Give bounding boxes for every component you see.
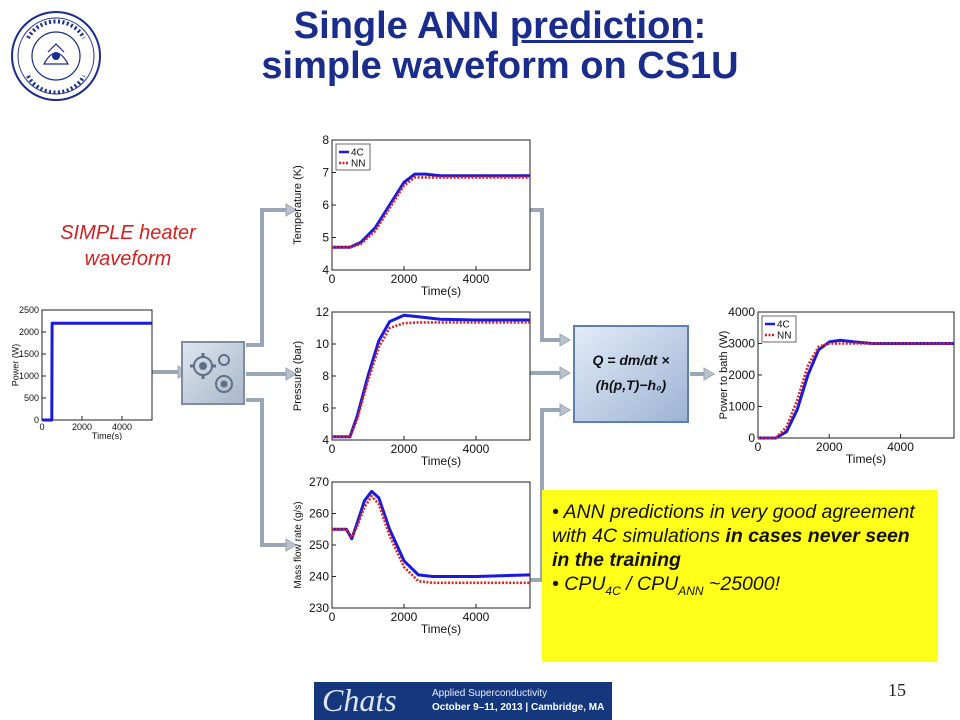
university-seal-icon (11, 11, 101, 101)
formula-box: Q = dm/dt × (h(p,T)−h₀) (573, 325, 689, 423)
y-tick-label: 250 (309, 538, 329, 552)
x-tick-label: 4000 (112, 422, 132, 432)
legend-label: NN (351, 159, 365, 170)
x-tick-label: 2000 (391, 610, 418, 624)
formula-line1: Q = dm/dt × (592, 352, 669, 368)
note-bullet-1: • ANN predictions in very good agreement… (552, 501, 915, 571)
x-tick-label: 4000 (463, 272, 490, 286)
legend-label: NN (777, 331, 791, 342)
y-tick-label: 1000 (19, 371, 39, 381)
x-tick-label: 2000 (391, 442, 418, 456)
y-tick-label: 5 (322, 231, 329, 245)
y-tick-label: 8 (322, 133, 329, 147)
y-tick-label: 4 (322, 433, 329, 447)
ann-model-box (181, 341, 245, 405)
waveform-label-line1: SIMPLE heater (60, 222, 196, 244)
x-axis-label: Time(s) (421, 454, 461, 468)
gears-icon (190, 353, 233, 393)
y-tick-label: 1500 (19, 349, 39, 359)
y-axis-label: Mass flow rate (g/s) (293, 501, 304, 588)
x-axis-label: Time(s) (421, 622, 461, 636)
x-tick-label: 0 (329, 272, 336, 286)
banner-logo: Chats (322, 682, 397, 718)
y-tick-label: 6 (322, 401, 329, 415)
banner-line1: Applied Superconductivity (432, 688, 548, 699)
y-tick-label: 500 (24, 393, 39, 403)
x-tick-label: 4000 (463, 442, 490, 456)
plot-frame (331, 139, 531, 271)
x-tick-label: 0 (329, 442, 336, 456)
y-tick-label: 4000 (728, 305, 755, 319)
note-bullet-2: • CPU4C / CPUANN ~25000! (552, 573, 780, 598)
conference-banner: Chats Applied Superconductivity October … (314, 682, 612, 720)
legend-label: 4C (777, 320, 790, 331)
series-line-nn (332, 176, 530, 249)
title-line1-underlined: prediction (509, 5, 694, 47)
series-line-nn (332, 494, 530, 585)
x-tick-label: 2000 (391, 272, 418, 286)
conclusion-note: • ANN predictions in very good agreement… (542, 490, 938, 662)
waveform-label: SIMPLE heater waveform (28, 220, 228, 272)
y-tick-label: 3000 (728, 337, 755, 351)
plot-frame (331, 311, 531, 441)
y-tick-label: 230 (309, 601, 329, 615)
y-tick-label: 2500 (19, 305, 39, 315)
legend-box (761, 315, 797, 343)
series-line-nn (332, 321, 530, 439)
y-tick-label: 260 (309, 507, 329, 521)
x-tick-label: 4000 (887, 440, 914, 454)
title-line1-prefix: Single ANN (293, 5, 510, 47)
x-axis-label: Time(s) (92, 431, 122, 440)
waveform-label-line2: waveform (84, 248, 172, 270)
formula-line2: (h(p,T)−h₀) (596, 377, 667, 393)
slide-title: Single ANN prediction: simple waveform o… (150, 6, 850, 86)
legend-box (335, 143, 371, 171)
title-line2: simple waveform on CS1U (261, 45, 739, 87)
x-tick-label: 2000 (816, 440, 843, 454)
x-tick-label: 0 (755, 440, 762, 454)
y-tick-label: 270 (309, 475, 329, 489)
legend-label: 4C (351, 148, 364, 159)
x-tick-label: 4000 (463, 610, 490, 624)
y-axis-label: Power to bath (W) (718, 331, 730, 420)
y-tick-label: 1000 (728, 400, 755, 414)
y-axis-label: Temperature (K) (292, 165, 304, 244)
y-tick-label: 0 (748, 431, 755, 445)
y-tick-label: 8 (322, 369, 329, 383)
x-tick-label: 2000 (72, 422, 92, 432)
y-axis-label: Power (W) (11, 344, 21, 387)
y-axis-label: Pressure (bar) (292, 341, 304, 411)
x-tick-label: 0 (39, 422, 44, 432)
banner-line2: October 9–11, 2013 | Cambridge, MA (432, 702, 605, 713)
title-line1-suffix: : (693, 5, 707, 47)
series-line-nn (758, 342, 954, 440)
y-tick-label: 12 (316, 305, 330, 319)
x-axis-label: Time(s) (846, 452, 886, 466)
y-tick-label: 10 (316, 337, 330, 351)
y-tick-label: 2000 (728, 368, 755, 382)
y-tick-label: 0 (34, 415, 39, 425)
y-tick-label: 7 (322, 166, 329, 180)
plot-frame (41, 309, 153, 421)
series-line-power (42, 321, 152, 422)
y-tick-label: 240 (309, 570, 329, 584)
page-number: 15 (888, 680, 906, 700)
x-axis-label: Time(s) (421, 284, 461, 298)
x-tick-label: 0 (329, 610, 336, 624)
y-tick-label: 4 (322, 263, 329, 277)
y-tick-label: 2000 (19, 327, 39, 337)
series-line-4c (758, 338, 954, 440)
plot-frame (331, 481, 531, 609)
y-tick-label: 6 (322, 198, 329, 212)
